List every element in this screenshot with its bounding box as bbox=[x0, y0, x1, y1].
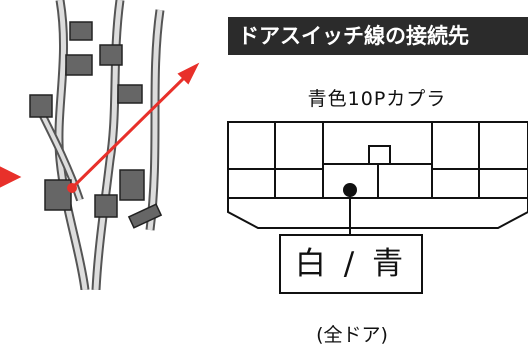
connection-dot-icon bbox=[343, 183, 357, 197]
red-arrow-icon bbox=[177, 62, 200, 85]
title-banner: ドアスイッチ線の接続先 bbox=[228, 17, 528, 55]
note-all-doors: (全ドア) bbox=[316, 324, 388, 346]
pin-cell bbox=[431, 168, 480, 199]
pin-cell bbox=[227, 121, 276, 170]
red-arrow-icon bbox=[0, 166, 22, 188]
pin-cell bbox=[478, 121, 528, 170]
wire-harness-illustration bbox=[0, 0, 200, 290]
pin-cell bbox=[431, 121, 480, 170]
wire-color-box: 白 / 青 bbox=[279, 234, 423, 294]
pin-cell bbox=[478, 168, 528, 199]
pin-cell bbox=[274, 121, 324, 170]
pin-cell bbox=[274, 168, 324, 199]
connector-latch bbox=[368, 145, 391, 165]
pin-cell bbox=[227, 168, 276, 199]
connector-label: 青色10Pカプラ bbox=[307, 88, 447, 110]
